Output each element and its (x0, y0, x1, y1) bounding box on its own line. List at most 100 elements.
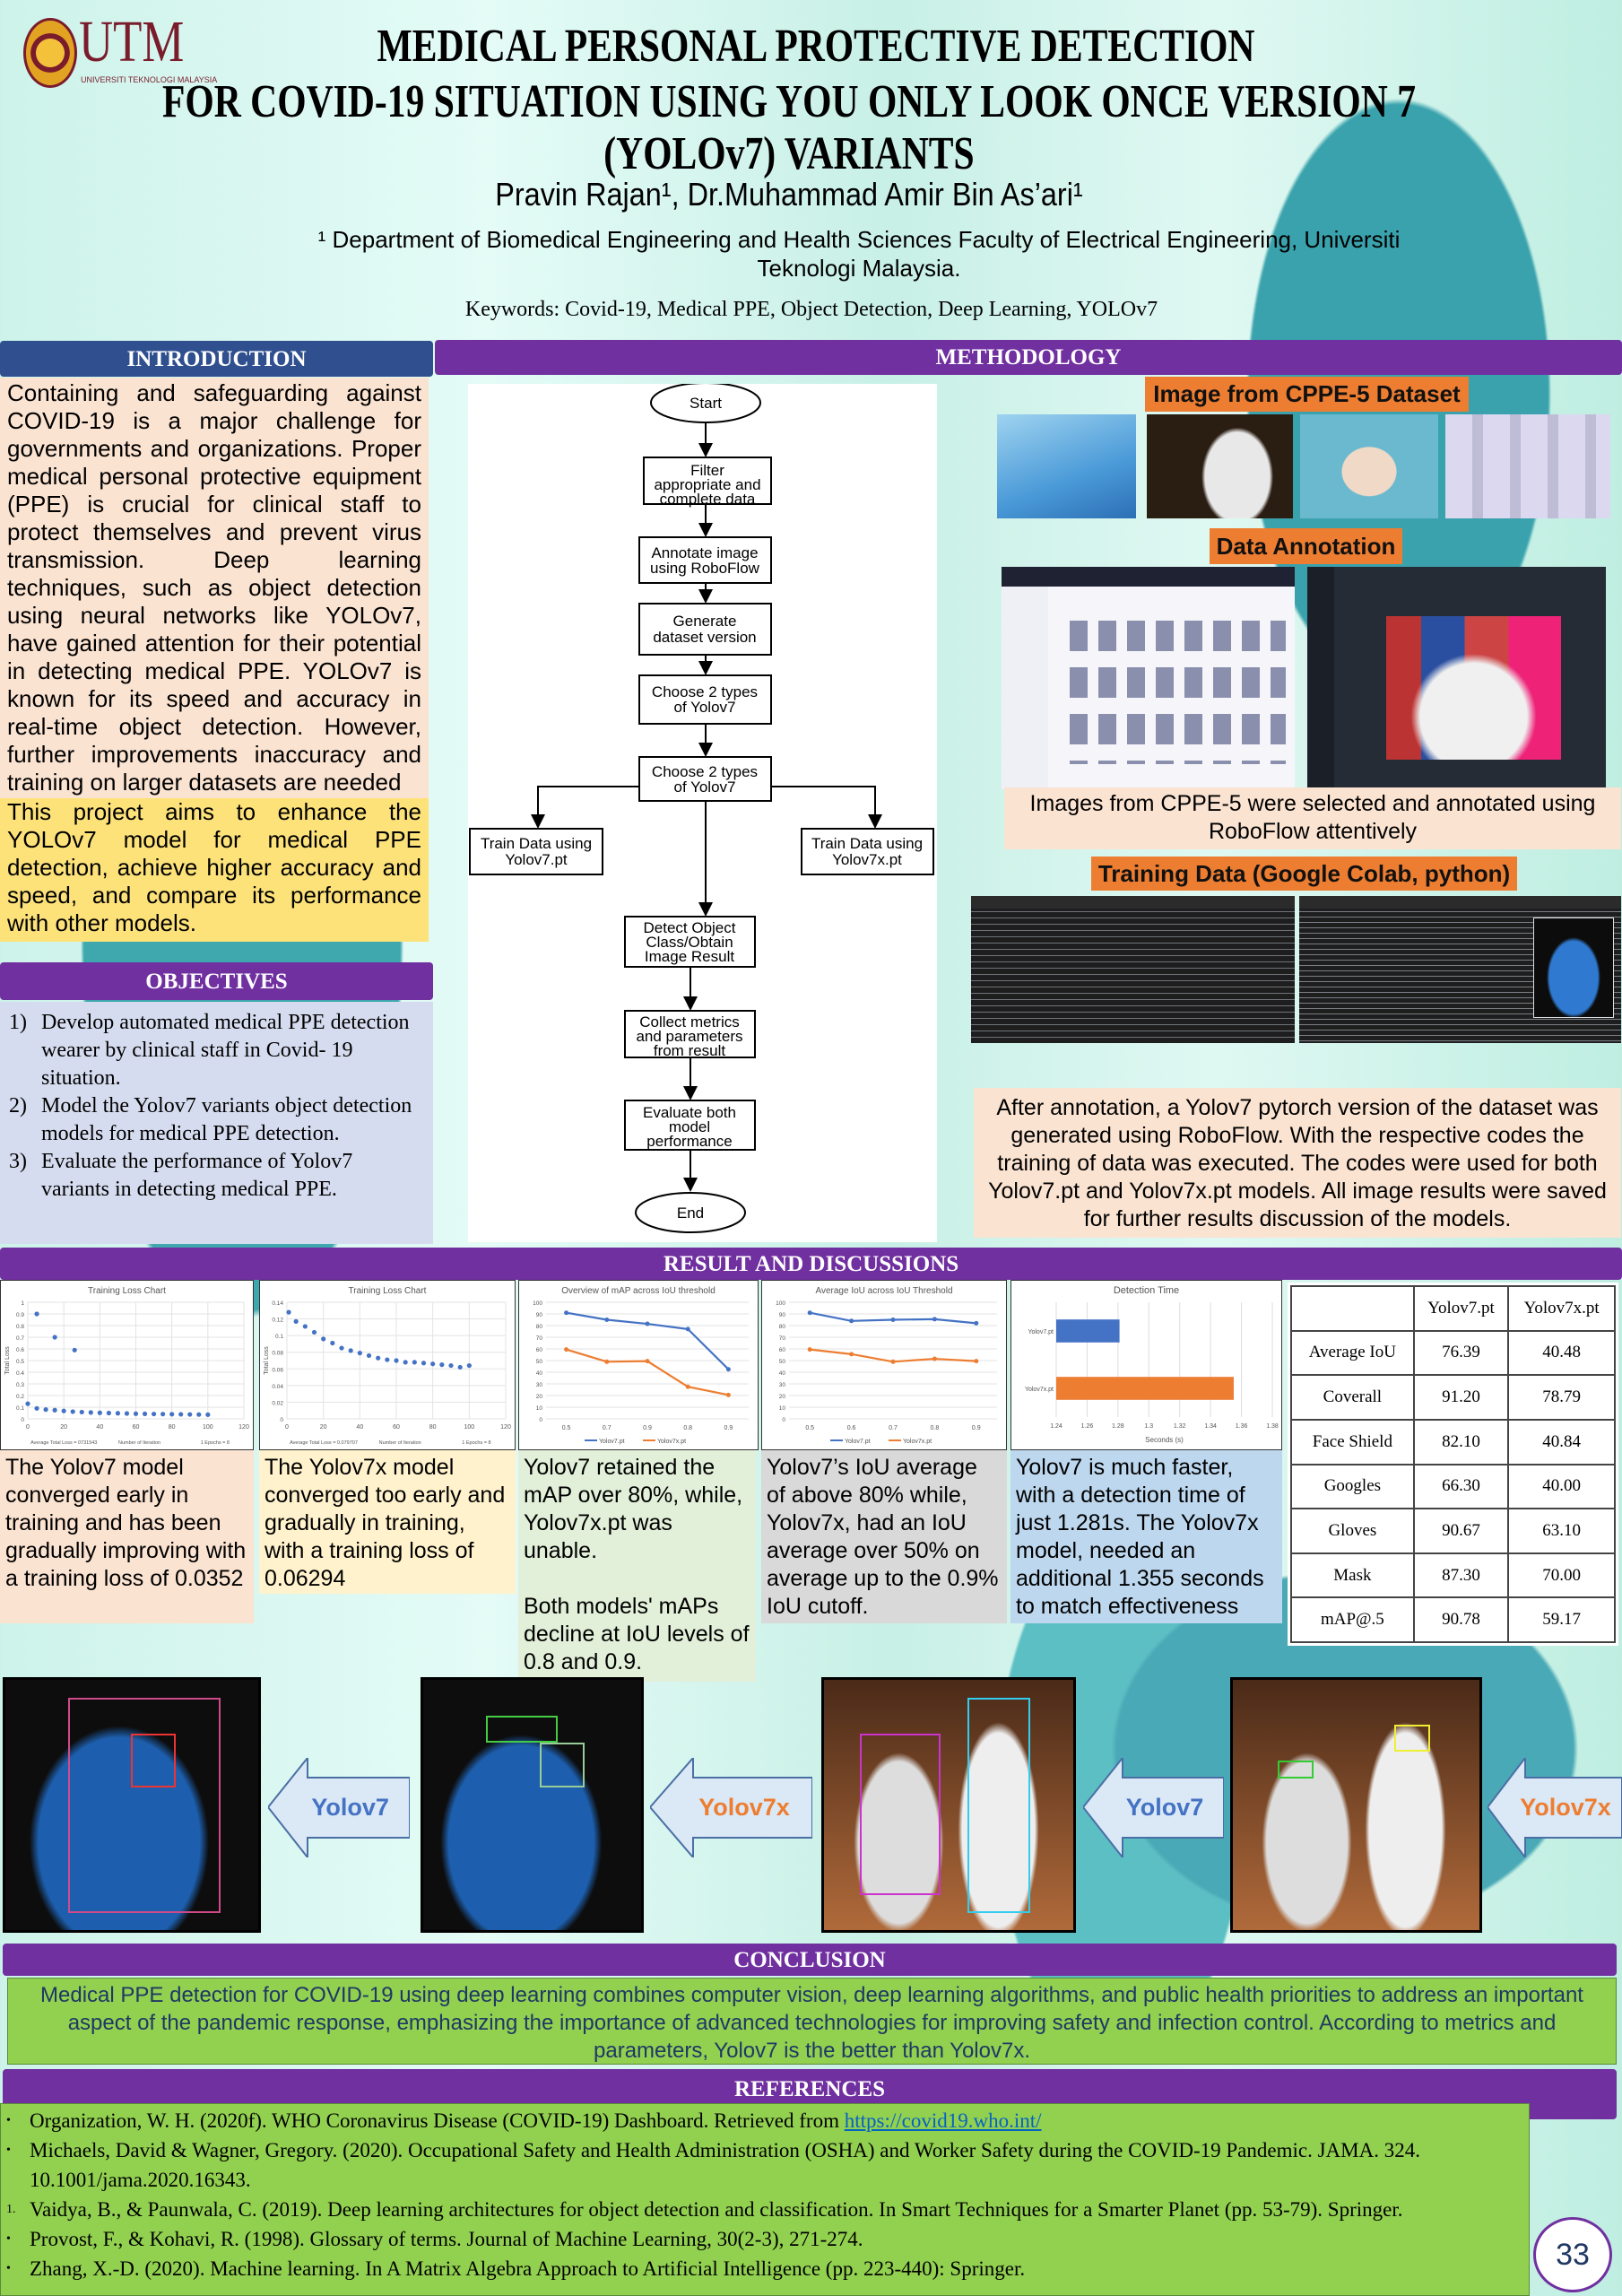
data-point (466, 1362, 472, 1369)
data-point (604, 1359, 610, 1364)
x-tick-label: 0.9 (643, 1425, 652, 1431)
flowchart: Start Filter appropriate and complete da… (468, 382, 937, 1242)
data-point (115, 1411, 121, 1416)
table-cell: 66.30 (1412, 1463, 1510, 1510)
table-cell: 63.10 (1507, 1508, 1616, 1554)
objective-number: 1) (9, 1011, 27, 1034)
table-cell: 87.30 (1412, 1552, 1510, 1599)
y-axis-label: Total Loss (264, 1346, 270, 1375)
dataset-photo-1 (997, 414, 1136, 518)
data-point (169, 1412, 175, 1417)
colab-training-screenshot-1 (971, 896, 1295, 1043)
data-point (25, 1401, 30, 1406)
colab-training-screenshot-2 (1299, 896, 1621, 1043)
arrow-yolov7x-1: Yolov7x (650, 1758, 812, 1857)
affiliation-line-1: ¹ Department of Biomedical Engineering a… (317, 226, 1401, 253)
conclusion-heading: CONCLUSION (3, 1944, 1617, 1976)
objective-number: 3) (9, 1150, 27, 1173)
x-tick-label: 1.32 (1174, 1423, 1186, 1430)
chart-footnote: Number of Iteration (118, 1440, 160, 1446)
x-tick-label: 0 (285, 1424, 289, 1431)
data-point (403, 1360, 408, 1365)
project-aim-text: This project aims to enhance the YOLOv7 … (0, 798, 429, 942)
y-tick-label: 0.8 (16, 1324, 24, 1330)
utm-crest-icon (23, 18, 77, 88)
chart-footnote: Average Total Loss = 0731543 (30, 1440, 97, 1446)
flow-collect-3: from result (654, 1042, 726, 1059)
y-tick-label: 0.7 (16, 1335, 24, 1342)
y-tick-label: 1 (21, 1300, 24, 1307)
utm-logo-text: UTM (79, 9, 185, 74)
x-tick-label: 0.9 (724, 1425, 733, 1431)
data-point (205, 1412, 211, 1417)
reference-marker: • (6, 2262, 11, 2275)
training-label: Training Data (Google Colab, python) (1091, 857, 1517, 891)
flow-step-filter-2: appropriate and (654, 476, 760, 493)
table-cell: 78.79 (1507, 1374, 1616, 1421)
flow-evaluate-3: performance (646, 1133, 732, 1150)
y-tick-label: 20 (779, 1394, 786, 1400)
data-point (124, 1411, 130, 1416)
data-point (807, 1310, 812, 1316)
x-tick-label: 1.3 (1144, 1423, 1153, 1430)
y-tick-label: 0.3 (16, 1382, 24, 1388)
flow-train-yolov7x-1: Train Data using (811, 835, 923, 852)
x-tick-label: 0.8 (931, 1425, 940, 1431)
data-point (34, 1405, 39, 1411)
introduction-text: Containing and safeguarding against COVI… (0, 378, 429, 798)
reference-text: Vaidya, B., & Paunwala, C. (2019). Deep … (30, 2198, 1403, 2221)
methodology-heading: METHODOLOGY (435, 340, 1622, 375)
y-tick-label: 0 (280, 1417, 283, 1423)
reference-link[interactable]: https://covid19.who.int/ (844, 2109, 1042, 2132)
flow-step-annotate-2: using RoboFlow (650, 560, 760, 577)
data-point (932, 1317, 937, 1322)
table-cell: 90.78 (1412, 1596, 1510, 1643)
flow-start: Start (690, 395, 722, 412)
x-tick-label: 120 (500, 1424, 511, 1431)
data-point (52, 1407, 57, 1413)
x-tick-label: 1.38 (1266, 1423, 1279, 1430)
objective-text: Develop automated medical PPE detection … (41, 1011, 410, 1090)
y-tick-label: 40 (536, 1370, 543, 1377)
data-point (302, 1324, 308, 1329)
table-cell: Mask (1290, 1552, 1415, 1599)
authors: Pravin Rajan¹, Dr.Muhammad Amir Bin As’a… (495, 176, 1083, 213)
data-point (160, 1412, 166, 1417)
table-header: Yolov7x.pt (1507, 1285, 1616, 1332)
caption-yolov7x-loss: The Yolov7x model converged too early an… (259, 1450, 516, 1594)
data-point (974, 1359, 979, 1364)
objective-text: Evaluate the performance of Yolov7 varia… (41, 1150, 353, 1201)
y-tick-label: 80 (779, 1324, 786, 1330)
objectives-list: 1) Develop automated medical PPE detectio… (0, 1002, 433, 1244)
data-point (70, 1409, 75, 1414)
x-tick-label: 120 (239, 1424, 249, 1431)
x-tick-label: 80 (169, 1424, 176, 1431)
references-list: •Organization, W. H. (2020f). WHO Corona… (0, 2103, 1530, 2296)
data-point (311, 1329, 317, 1335)
conclusion-text: Medical PPE detection for COVID-19 using… (7, 1978, 1617, 2065)
data-point (412, 1360, 417, 1365)
roboflow-browse-screenshot (1002, 567, 1295, 789)
flow-detect-2: Class/Obtain (646, 934, 733, 951)
chart-footnote: 1 Epochs = 8 (201, 1440, 230, 1446)
reference-item: 1. Vaidya, B., & Paunwala, C. (2019). Dee… (1, 2195, 1529, 2224)
y-tick-label: 80 (536, 1324, 543, 1330)
reference-marker: 1. (6, 2203, 16, 2216)
arrow-yolov7x-2: Yolov7x (1488, 1758, 1622, 1857)
x-tick-label: 60 (133, 1424, 140, 1431)
data-point (196, 1412, 202, 1417)
data-point (330, 1340, 335, 1346)
table-cell: Googles (1290, 1463, 1415, 1510)
data-point (439, 1362, 445, 1368)
table-header: Yolov7.pt (1412, 1285, 1510, 1332)
y-tick-label: 90 (536, 1312, 543, 1318)
y-tick-label: 20 (536, 1394, 543, 1400)
data-point (645, 1359, 650, 1364)
poster-title-line-3: (YOLOv7) VARIANTS (603, 128, 975, 179)
